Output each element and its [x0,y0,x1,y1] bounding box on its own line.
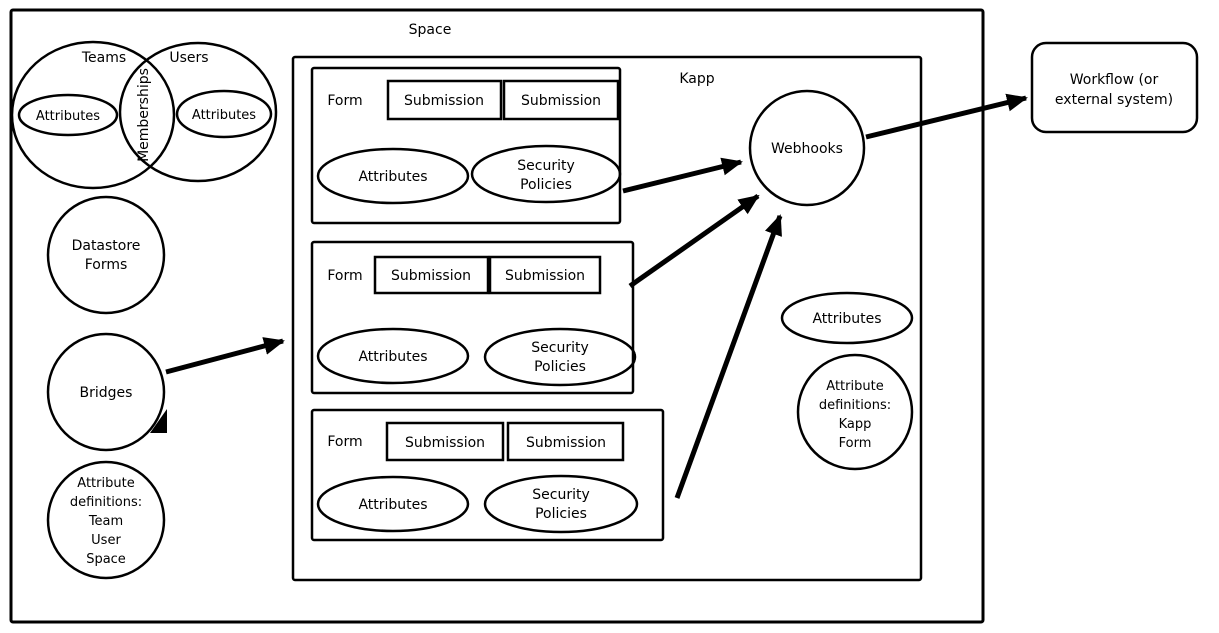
arrow-form-1-to-webhooks [622,157,743,194]
space-box [9,8,985,624]
form-3-attributes-ellipse [316,475,470,533]
space-label: Space [409,22,452,38]
datastore-forms-label-line-1: Datastore [72,238,141,254]
users-attributes-label: Attributes [192,108,256,123]
form-2-submission-1-label: Submission [391,268,471,284]
memberships-label: Memberships [136,68,152,162]
datastore-forms-label-line-2: Forms [85,257,128,273]
kapp-label: Kapp [679,71,714,87]
kapp-box [291,55,923,582]
teams-attributes-label: Attributes [36,109,100,124]
teams-label: Teams [81,50,126,66]
users-circle [118,41,278,183]
form-1-submission-2-box [502,79,620,121]
form-2-submission-2-box [488,255,602,295]
users-attributes-ellipse [175,89,273,139]
workflow-label-line-2: external system) [1055,92,1173,108]
form-3-security-policies-ellipse [483,474,639,534]
workflow-box [1030,41,1199,134]
arrow-form-2-to-webhooks [628,193,760,289]
form-2-label: Form [327,268,362,284]
arrow-webhooks-to-workflow [865,93,1028,140]
kapp-attr-def-line-3: Kapp [839,417,872,432]
form-1-security-policies-line-1: Security [517,158,575,174]
arrow-bridges-to-form-2 [165,337,285,375]
form-1-attributes-label: Attributes [358,169,427,185]
kapp-attr-def-line-4: Form [839,436,872,451]
form-3-security-policies-line-2: Policies [535,506,587,522]
kapp-attr-def-line-2: definitions: [819,398,891,413]
form-3-submission-1-label: Submission [405,435,485,451]
form-2-attributes-ellipse [316,327,470,385]
form-2-security-policies-line-2: Policies [534,359,586,375]
form-3-submission-2-box [506,421,625,462]
form-3-box [310,408,665,542]
form-1-security-policies-ellipse [470,144,622,204]
form-3-label: Form [327,434,362,450]
kapp-attr-def-line-1: Attribute [826,379,883,394]
form-2-attributes-label: Attributes [358,349,427,365]
space-attr-def-line-2: definitions: [70,495,142,510]
space-attribute-definitions-circle [46,460,166,580]
kapp-attributes-label: Attributes [812,311,881,327]
form-1-attributes-ellipse [316,147,470,205]
bridges-corner-triangle [150,409,167,433]
form-2-security-policies-ellipse [483,327,637,387]
form-1-submission-1-box [386,79,503,121]
form-1-security-policies-line-2: Policies [520,177,572,193]
form-1-box [310,66,622,225]
webhooks-label: Webhooks [771,141,843,157]
form-2-box [310,240,635,395]
webhooks-circle [748,89,866,207]
arrow-form-3-to-webhooks [674,214,783,499]
form-2-security-policies-line-1: Security [531,340,589,356]
bridges-label: Bridges [80,385,133,401]
space-attr-def-line-5: Space [86,552,126,567]
kapp-attributes-ellipse [780,291,914,345]
form-3-submission-1-box [385,421,505,462]
form-1-submission-1-label: Submission [404,93,484,109]
teams-attributes-ellipse [17,93,119,137]
workflow-label-line-1: Workflow (or [1070,72,1159,88]
datastore-forms-circle [46,195,166,315]
teams-circle [10,40,176,190]
form-1-submission-2-label: Submission [521,93,601,109]
form-2-submission-1-box [373,255,490,295]
bridges-circle [46,332,166,452]
kapp-attribute-definitions-circle [796,353,914,471]
space-attr-def-line-1: Attribute [77,476,134,491]
form-3-security-policies-line-1: Security [532,487,590,503]
form-3-attributes-label: Attributes [358,497,427,513]
form-1-label: Form [327,93,362,109]
form-2-submission-2-label: Submission [505,268,585,284]
form-3-submission-2-label: Submission [526,435,606,451]
space-attr-def-line-4: User [91,533,121,548]
space-attr-def-line-3: Team [88,514,123,529]
users-label: Users [169,50,208,66]
